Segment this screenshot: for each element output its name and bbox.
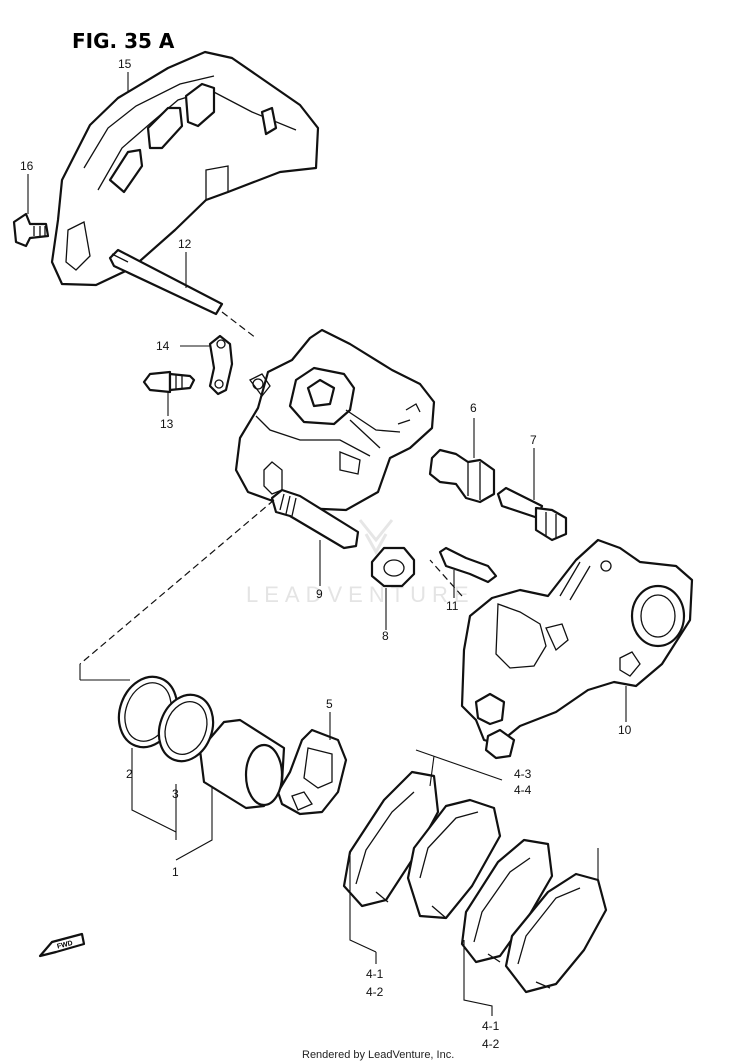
callout-4-2-b: 4-2 (482, 1037, 500, 1051)
callout-7: 7 (530, 433, 537, 447)
caliper-body (234, 328, 436, 512)
callout-4-2-a: 4-2 (366, 985, 384, 999)
callout-14: 14 (156, 339, 170, 353)
brake-pads (342, 770, 608, 994)
callout-9: 9 (316, 587, 323, 601)
callout-2: 2 (126, 767, 133, 781)
part-14-clip (208, 334, 234, 396)
part-15-caliper-guard (50, 50, 320, 287)
callout-4-1-a: 4-1 (366, 967, 384, 981)
forward-arrow-icon: FWD (38, 932, 86, 958)
callout-labels: 15 16 12 14 13 6 7 9 8 11 10 5 2 3 1 4-3… (20, 57, 632, 1051)
callout-16: 16 (20, 159, 34, 173)
figure-title: FIG. 35 A (72, 29, 175, 53)
part-12-pin (108, 248, 224, 316)
part-7-pin-bolt (496, 486, 568, 542)
leader-lines (27, 72, 627, 1016)
part-11-pad-spring (438, 546, 498, 584)
footer-credit: Rendered by LeadVenture, Inc. (302, 1049, 454, 1061)
callout-1: 1 (172, 865, 179, 879)
callout-3: 3 (172, 787, 179, 801)
callout-11: 11 (446, 599, 459, 613)
alignment-lines (79, 311, 463, 665)
callout-12: 12 (178, 237, 192, 251)
callout-4-4: 4-4 (514, 783, 532, 797)
part-16-bolt (12, 212, 50, 248)
part-13-bleeder (142, 370, 196, 394)
part-8-grommet (370, 546, 416, 588)
forward-badge-text: FWD (56, 940, 73, 951)
callout-6: 6 (470, 401, 477, 415)
part-6-boot (428, 448, 496, 504)
callout-4-3: 4-3 (514, 767, 532, 781)
callout-15: 15 (118, 57, 132, 71)
part-3-dust-seal (157, 693, 215, 763)
part-10-bracket (460, 538, 694, 760)
callout-10: 10 (618, 723, 632, 737)
callout-5: 5 (326, 697, 333, 711)
part-9-slide-pin (270, 488, 360, 550)
piston (198, 718, 286, 810)
callout-4-1-b: 4-1 (482, 1019, 500, 1033)
part-5-shim (276, 728, 348, 816)
callout-13: 13 (160, 417, 174, 431)
callout-8: 8 (382, 629, 389, 643)
watermark-text: LEADVENTURE (246, 582, 475, 607)
watermark: LEADVENTURE (246, 519, 475, 607)
